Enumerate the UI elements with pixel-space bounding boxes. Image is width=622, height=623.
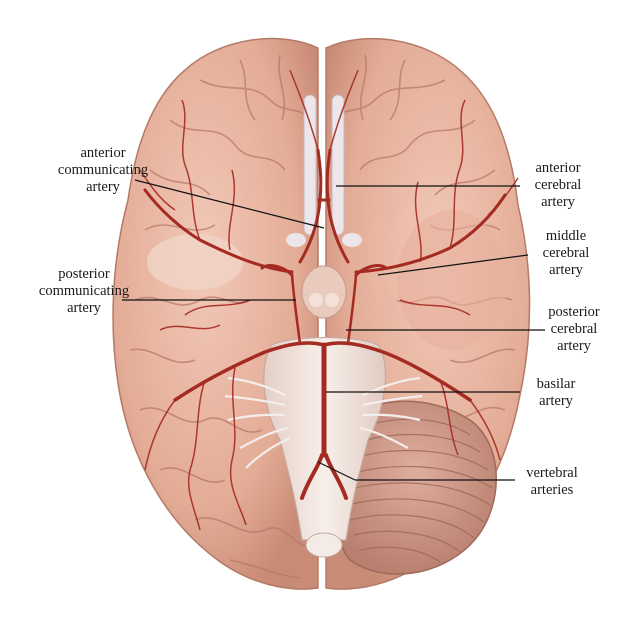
label-anterior-cerebral-artery: anterior cerebral artery bbox=[534, 160, 582, 210]
posterior-cerebral-artery-right bbox=[322, 341, 472, 402]
mammillary-bodies bbox=[301, 265, 347, 319]
cranial-nerves-right bbox=[359, 376, 423, 449]
posterior-communicating-left bbox=[290, 273, 302, 346]
cranial-nerves-left bbox=[224, 376, 291, 469]
right-temporal-lobe bbox=[397, 210, 507, 350]
arterial-tree bbox=[143, 148, 507, 500]
left-optic-nerve bbox=[286, 233, 306, 247]
leader-middle-cerebral bbox=[377, 254, 529, 276]
middle-cerebral-right bbox=[354, 193, 507, 274]
posterior-communicating-right bbox=[346, 273, 358, 346]
label-posterior-communicating-artery: posterior communicating artery bbox=[38, 266, 130, 316]
leader-lines bbox=[122, 179, 545, 481]
right-olfactory-tract bbox=[331, 94, 345, 236]
vertebral-artery-left bbox=[300, 453, 324, 500]
mammillary-left bbox=[309, 293, 323, 307]
medulla-end bbox=[305, 532, 343, 558]
artery-branches bbox=[139, 69, 519, 531]
mammillary-right bbox=[325, 293, 339, 307]
left-olfactory-tract bbox=[303, 94, 317, 236]
middle-cerebral-left bbox=[143, 188, 294, 274]
posterior-cerebral-artery-left bbox=[173, 341, 326, 402]
label-basilar-artery: basilar artery bbox=[536, 376, 576, 409]
right-optic-nerve bbox=[342, 233, 362, 247]
label-posterior-cerebral-artery: posterior cerebral artery bbox=[548, 304, 600, 354]
label-vertebral-arteries: vertebral arteries bbox=[526, 465, 578, 498]
label-middle-cerebral-artery: middle cerebral artery bbox=[542, 228, 590, 278]
label-anterior-communicating-artery: anterior communicating artery bbox=[57, 145, 149, 195]
leader-anterior-communicating bbox=[134, 179, 325, 229]
leader-vertebral-branch bbox=[317, 461, 356, 481]
vertebral-artery-right bbox=[324, 453, 348, 500]
